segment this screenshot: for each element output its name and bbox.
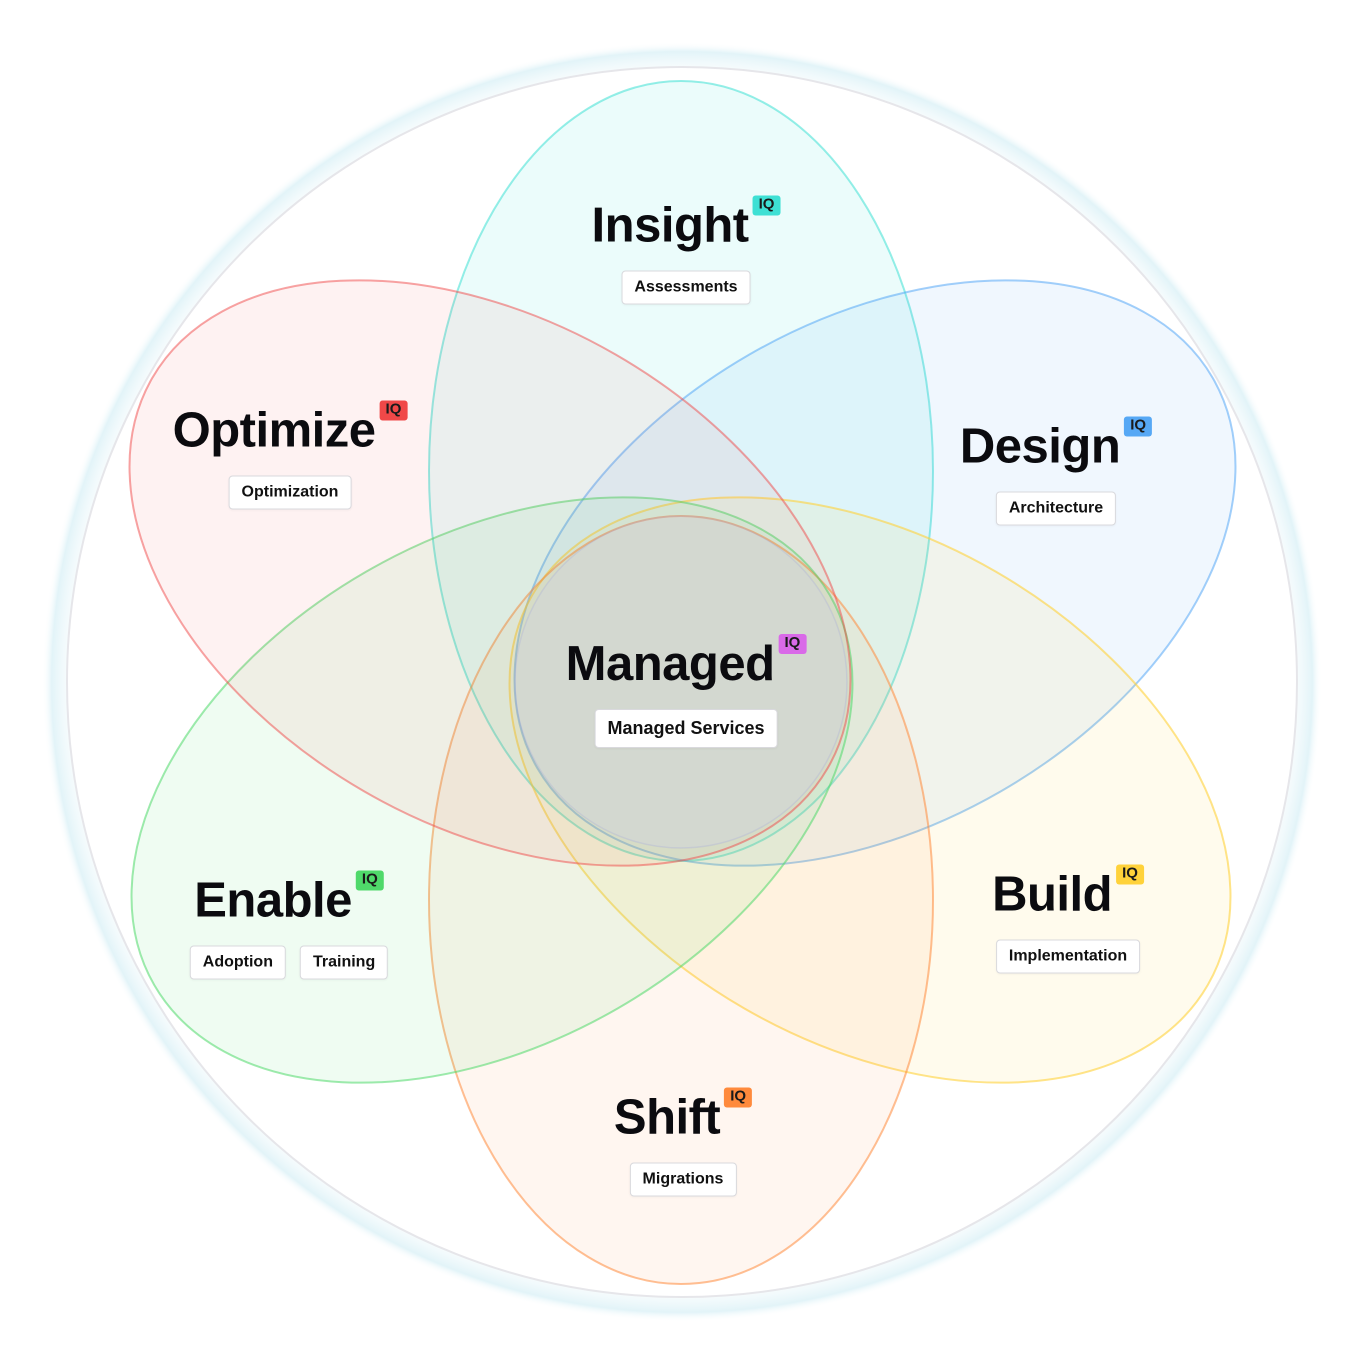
optimize-title: Optimize [172, 403, 376, 458]
tag-migrations: Migrations [629, 1162, 737, 1197]
petal-label-build: Build IQ Implementation [992, 864, 1144, 974]
petal-label-design: Design IQ Architecture [959, 416, 1153, 526]
center-circle [514, 515, 848, 849]
petal-label-optimize: Optimize IQ Optimization [172, 400, 408, 510]
iq-badge-icon: IQ [379, 400, 408, 420]
iq-badge-icon: IQ [724, 1087, 753, 1107]
tag-training: Training [299, 945, 389, 980]
iq-badge-icon: IQ [1116, 864, 1144, 884]
iq-badge-icon: IQ [1124, 416, 1153, 436]
tag-assessments: Assessments [621, 270, 751, 305]
iq-badge-icon: IQ [752, 195, 781, 215]
petal-label-enable: Enable IQ Adoption Training [189, 870, 389, 980]
tag-adoption: Adoption [189, 945, 286, 980]
tag-implementation: Implementation [995, 939, 1141, 974]
managed-title: Managed [565, 637, 775, 691]
iq-badge-icon: IQ [778, 634, 807, 654]
center-label-managed: Managed IQ Managed Services [565, 634, 807, 748]
tag-optimization: Optimization [228, 475, 352, 510]
tag-architecture: Architecture [995, 491, 1117, 526]
petal-label-shift: Shift IQ Migrations [613, 1087, 753, 1197]
petal-shift [428, 515, 934, 1285]
insight-title: Insight [591, 198, 750, 253]
enable-title: Enable [194, 873, 352, 928]
design-title: Design [959, 419, 1121, 474]
petal-enable [130, 496, 854, 1084]
petal-build [508, 496, 1232, 1084]
iq-badge-icon: IQ [355, 870, 384, 890]
shift-title: Shift [613, 1090, 721, 1145]
outer-circle [66, 66, 1298, 1298]
petal-label-insight: Insight IQ Assessments [591, 195, 781, 305]
tag-managed-services: Managed Services [594, 709, 778, 748]
build-title: Build [992, 867, 1113, 922]
